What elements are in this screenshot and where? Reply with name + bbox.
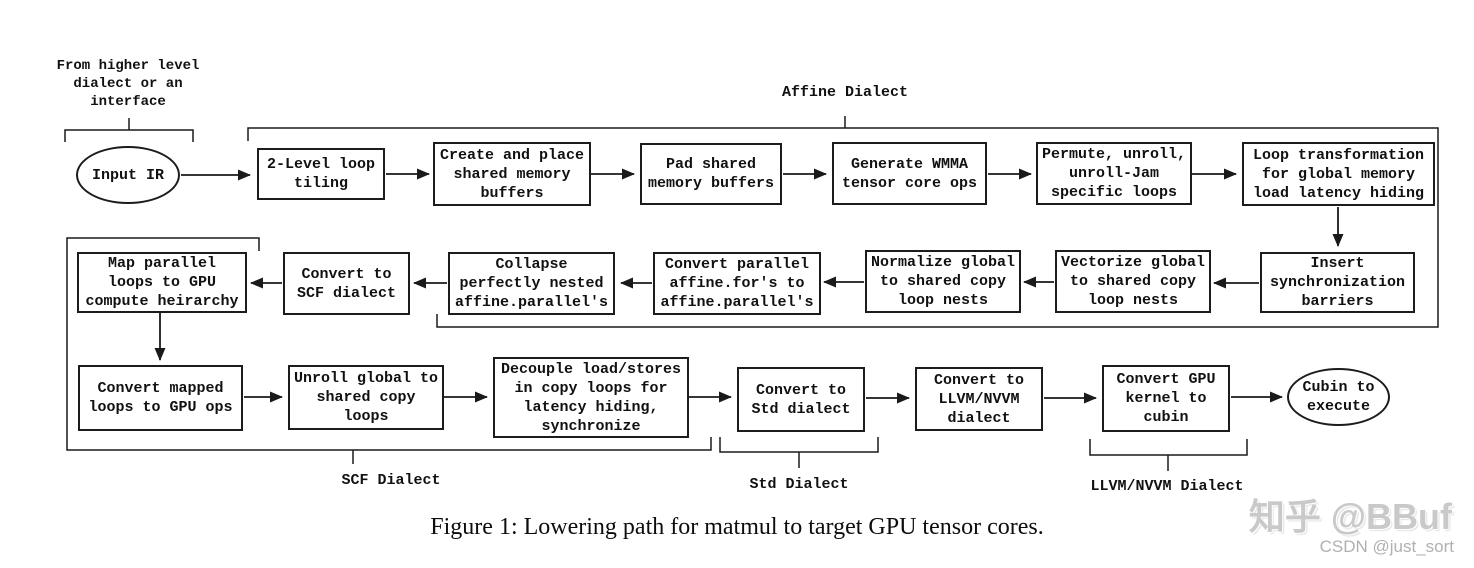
step-two-level-loop-tiling: 2-Level loop tiling [257, 148, 385, 200]
watermark-csdn: CSDN @just_sort [1319, 537, 1454, 556]
end-node-cubin-execute: Cubin to execute [1287, 368, 1390, 426]
step-convert-kernel-to-cubin: Convert GPU kernel to cubin [1102, 365, 1230, 432]
source-annotation: From higher level dialect or an interfac… [56, 58, 200, 110]
step-create-shared-buffers: Create and place shared memory buffers [433, 142, 591, 206]
step-convert-affine-parallel: Convert parallel affine.for's to affine.… [653, 252, 821, 315]
figure-caption: Figure 1: Lowering path for matmul to ta… [430, 514, 1044, 540]
step-normalize-copy-nests: Normalize global to shared copy loop nes… [865, 250, 1021, 313]
bracket-scf [66, 237, 712, 451]
step-insert-sync-barriers: Insert synchronization barriers [1260, 252, 1415, 313]
region-label-affine: Affine Dialect [781, 84, 909, 101]
step-decouple-load-stores: Decouple load/stores in copy loops for l… [493, 357, 689, 438]
watermark-zhihu: 知乎 @BBuf [1248, 496, 1452, 537]
step-generate-wmma-ops: Generate WMMA tensor core ops [832, 142, 987, 205]
step-convert-to-llvm-nvvm: Convert to LLVM/NVVM dialect [915, 367, 1043, 431]
bracket-source [64, 129, 194, 142]
step-vectorize-copy-nests: Vectorize global to shared copy loop nes… [1055, 250, 1211, 313]
bracket-std [719, 437, 879, 453]
bracket-affine [247, 127, 1439, 328]
step-map-parallel-to-gpu: Map parallel loops to GPU compute heirar… [77, 252, 247, 313]
bracket-llvm [1089, 439, 1248, 456]
start-node-input-ir: Input IR [76, 146, 180, 204]
region-label-llvm: LLVM/NVVM Dialect [1090, 478, 1244, 495]
step-collapse-affine-parallel: Collapse perfectly nested affine.paralle… [448, 252, 615, 315]
step-loop-transform-latency: Loop transformation for global memory lo… [1242, 142, 1435, 206]
step-convert-to-std: Convert to Std dialect [737, 367, 865, 432]
region-label-scf: SCF Dialect [341, 472, 441, 489]
step-permute-unroll-jam: Permute, unroll, unroll-Jam specific loo… [1036, 142, 1192, 205]
step-convert-to-scf: Convert to SCF dialect [283, 252, 410, 315]
region-label-std: Std Dialect [749, 476, 849, 493]
step-unroll-copy-loops: Unroll global to shared copy loops [288, 365, 444, 430]
step-pad-shared-buffers: Pad shared memory buffers [640, 143, 782, 205]
flow-arrows [154, 168, 1344, 404]
region-brackets [64, 116, 1439, 471]
step-convert-mapped-gpu-ops: Convert mapped loops to GPU ops [78, 365, 243, 431]
